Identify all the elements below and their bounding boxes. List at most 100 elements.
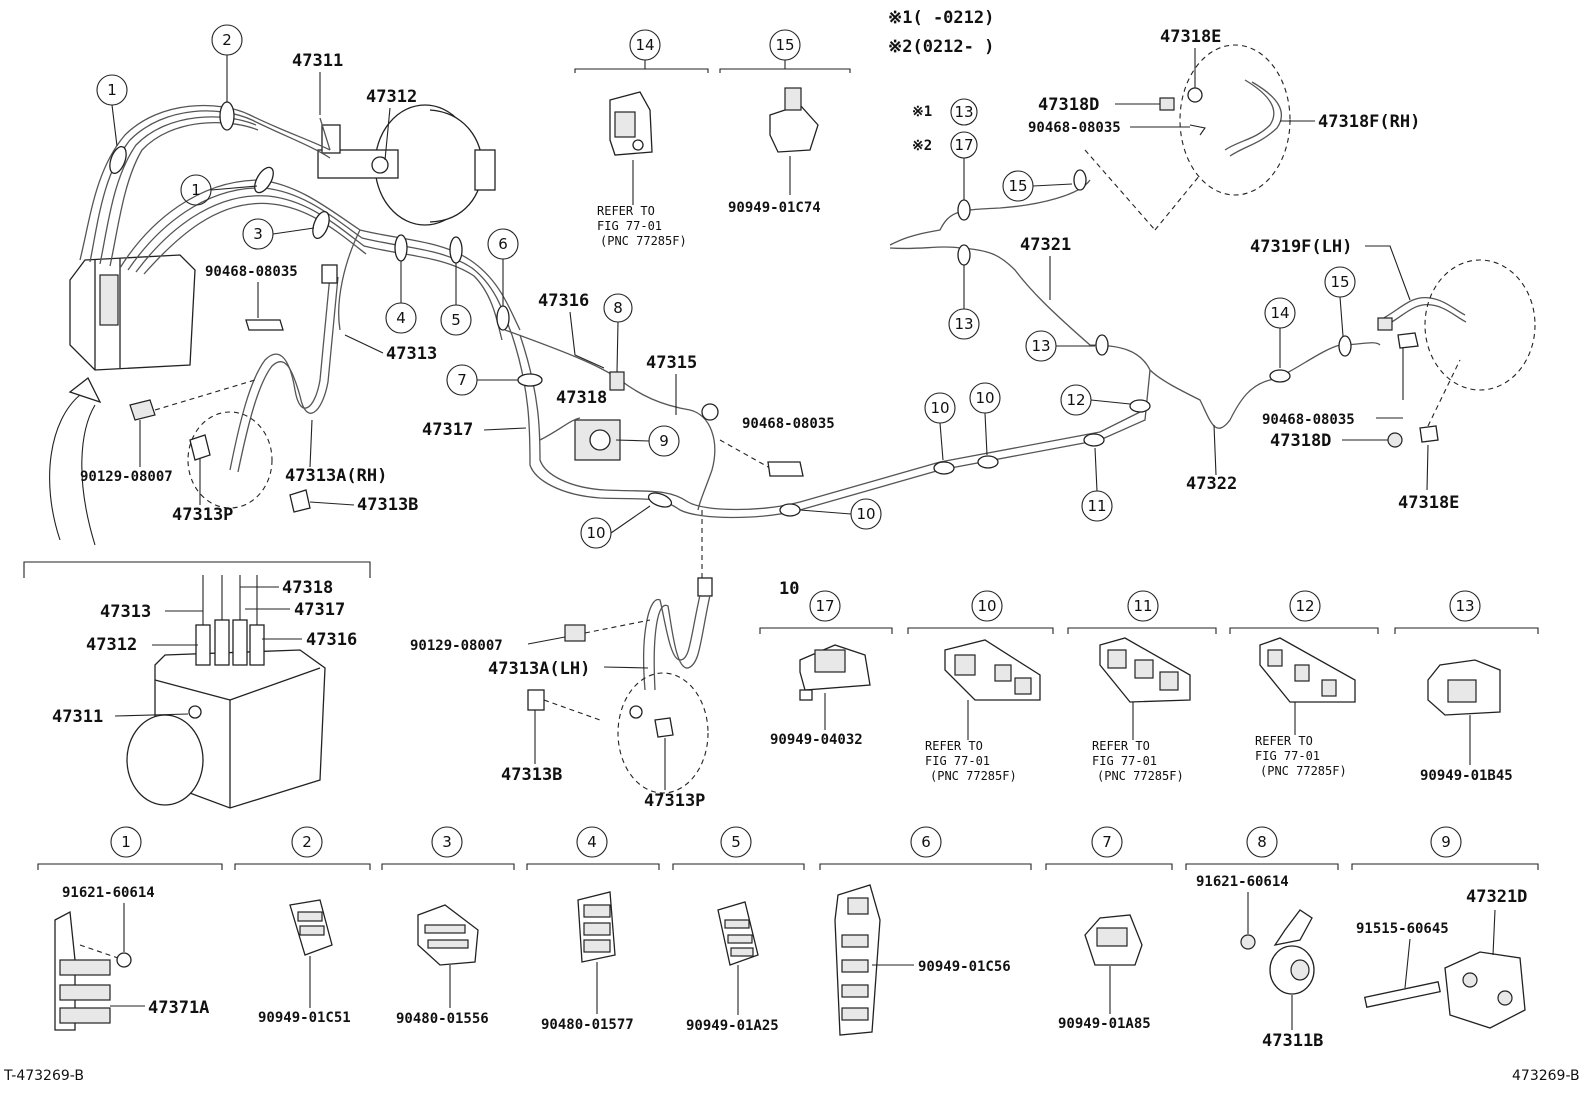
label-90949-01A25: 90949-01A25: [686, 1018, 779, 1034]
label-90949-04032: 90949-04032: [770, 732, 863, 748]
ref-10-a: REFER TO: [925, 739, 983, 753]
label-90480-01556: 90480-01556: [396, 1011, 489, 1027]
callout-15-c: 15: [1330, 273, 1349, 291]
callout-12-mid: 12: [1295, 597, 1314, 615]
label-47318D-right: 47318D: [1270, 431, 1331, 451]
label-47313: 47313: [386, 344, 437, 364]
callout-15-b: 15: [1008, 177, 1027, 195]
ref-12-c: (PNC 77285F): [1260, 764, 1347, 778]
ref-10-c: (PNC 77285F): [930, 769, 1017, 783]
callout-13-n1: 13: [954, 103, 973, 121]
callout-5: 5: [451, 311, 461, 329]
label-91621-b: 91621-60614: [1196, 874, 1289, 890]
callout-1b: 1: [191, 181, 201, 199]
callout-1: 1: [107, 81, 117, 99]
ref-14-a: REFER TO: [597, 204, 655, 218]
label-47317-detail: 47317: [294, 600, 345, 620]
callout-3: 3: [253, 225, 263, 243]
callout-13-a: 13: [954, 315, 973, 333]
callout-6: 6: [498, 235, 508, 253]
label-47313A-rh: 47313A(RH): [285, 466, 387, 486]
label-91515: 91515-60645: [1356, 921, 1449, 937]
ref-14-b: FIG 77-01: [597, 219, 662, 233]
label-47313A-lh: 47313A(LH): [488, 659, 590, 679]
label-47311B: 47311B: [1262, 1031, 1323, 1051]
callout-11: 11: [1087, 497, 1106, 515]
label-47311-detail: 47311: [52, 707, 103, 727]
label-90480-01577: 90480-01577: [541, 1017, 634, 1033]
label-90468-top-right: 90468-08035: [1028, 120, 1121, 136]
ref-11-a: REFER TO: [1092, 739, 1150, 753]
label-47318E-top: 47318E: [1160, 27, 1221, 47]
callout-3-bottom: 3: [442, 833, 452, 851]
callout-14-top: 14: [635, 36, 654, 54]
ref-12-a: REFER TO: [1255, 734, 1313, 748]
callout-9-bottom: 9: [1441, 833, 1451, 851]
hose-rh-group: 90129-08007 47313A(RH) 47313P 47313B: [80, 264, 418, 525]
label-47318F-rh: 47318F(RH): [1318, 112, 1420, 132]
callout-9: 9: [659, 432, 669, 450]
label-47313B-rh: 47313B: [357, 495, 418, 515]
label-47316: 47316: [538, 291, 589, 311]
callout-17-n2: 17: [954, 136, 973, 154]
callout-1-bottom: 1: [121, 833, 131, 851]
callout-2-bottom: 2: [302, 833, 312, 851]
center-pipes-group: 47316 8 47315 7 47318 47317 9 10 10 10 1…: [422, 291, 1151, 580]
label-47317: 47317: [422, 420, 473, 440]
label-47318-detail: 47318: [282, 578, 333, 598]
callout-7: 7: [457, 371, 467, 389]
label-90468-top-left: 90468-08035: [205, 264, 298, 280]
callout-4: 4: [396, 309, 406, 327]
label-90468-right: 90468-08035: [1262, 412, 1355, 428]
footer-code-right: 473269-B: [1512, 1068, 1580, 1084]
label-90949-01C74: 90949-01C74: [728, 200, 821, 216]
callout-12: 12: [1066, 391, 1085, 409]
label-90129-rh: 90129-08007: [80, 469, 173, 485]
ref-11-c: (PNC 77285F): [1097, 769, 1184, 783]
mid-clips-row: 10 17 90949-04032 10 REFER TO FIG 77-01 …: [759, 579, 1539, 784]
ref-12-b: FIG 77-01: [1255, 749, 1320, 763]
callout-2: 2: [222, 31, 232, 49]
callout-10-mid: 10: [977, 597, 996, 615]
note-1-short: ※1: [912, 104, 932, 120]
actuator-master-cylinder-group: 1 2 1 3 4 5 6 47311 47312 90468-08035 47…: [49, 24, 521, 546]
callout-8: 8: [613, 299, 623, 317]
label-47312-detail: 47312: [86, 635, 137, 655]
label-47315: 47315: [646, 353, 697, 373]
ref-11-b: FIG 77-01: [1092, 754, 1157, 768]
callout-11-mid: 11: [1133, 597, 1152, 615]
label-90949-01A85: 90949-01A85: [1058, 1016, 1151, 1032]
right-hose-group: 14 15 47319F(LH) 47322 90468-08035 47318…: [1149, 237, 1536, 513]
top-right-group: ※1( -0212) ※2(0212- ) ※1 13 ※2 17 13 15 …: [888, 8, 1420, 371]
label-47313-detail: 47313: [100, 602, 151, 622]
callout-10-b: 10: [856, 505, 875, 523]
callout-13-b: 13: [1031, 337, 1050, 355]
callout-13-mid: 13: [1455, 597, 1474, 615]
label-47321: 47321: [1020, 235, 1071, 255]
callout-4-bottom: 4: [587, 833, 597, 851]
callout-15-top: 15: [775, 36, 794, 54]
note-2-short: ※2: [912, 138, 932, 154]
top-clips-group: 14 REFER TO FIG 77-01 (PNC 77285F) 15 90…: [574, 29, 851, 248]
bottom-clips-row: 1 91621-60614 47371A 2 90949-01C51 3 904…: [37, 826, 1539, 1051]
label-47313P-rh: 47313P: [172, 505, 233, 525]
label-47371A: 47371A: [148, 998, 209, 1018]
label-90949-01B45: 90949-01B45: [1420, 768, 1513, 784]
label-47322: 47322: [1186, 474, 1237, 494]
callout-8-bottom: 8: [1257, 833, 1267, 851]
label-47312: 47312: [366, 87, 417, 107]
label-47311: 47311: [292, 51, 343, 71]
label-47316-detail: 47316: [306, 630, 357, 650]
callout-10-d: 10: [975, 389, 994, 407]
label-90949-01C51: 90949-01C51: [258, 1010, 351, 1026]
callout-5-bottom: 5: [731, 833, 741, 851]
callout-7-bottom: 7: [1102, 833, 1112, 851]
ref-14-c: (PNC 77285F): [600, 234, 687, 248]
label-90949-01C56: 90949-01C56: [918, 959, 1011, 975]
callout-10-a: 10: [586, 524, 605, 542]
callout-10-c: 10: [930, 399, 949, 417]
label-90468-center: 90468-08035: [742, 416, 835, 432]
callout-17-mid: 17: [815, 597, 834, 615]
callout-14-b: 14: [1270, 304, 1289, 322]
label-10-mid: 10: [779, 579, 799, 599]
